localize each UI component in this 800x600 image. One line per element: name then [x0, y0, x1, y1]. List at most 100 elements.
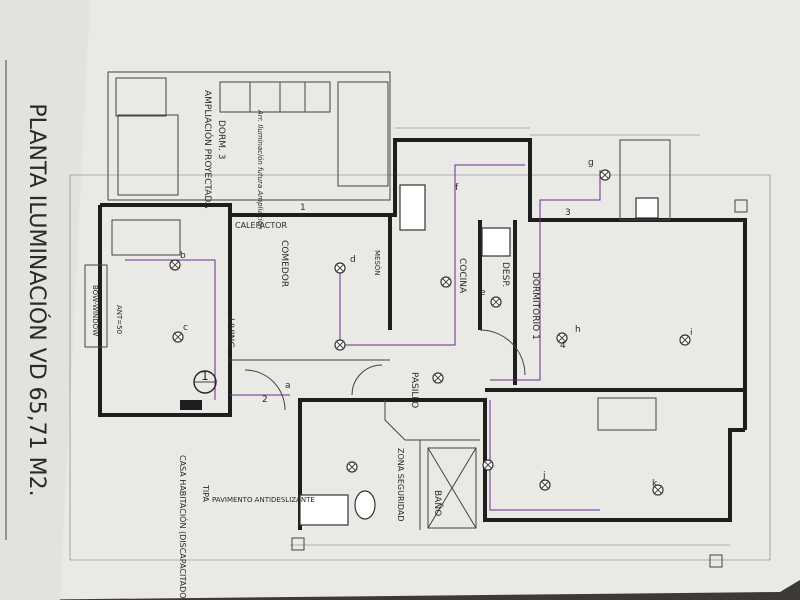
- closet: [597, 397, 657, 431]
- wall-bath: [384, 400, 480, 441]
- extension-note: Arr. Iluminación futura Ampliación: [256, 109, 264, 229]
- label-living: LIVING: [225, 318, 235, 348]
- fixture-14: [482, 459, 494, 471]
- circuit-label-c-5: c: [183, 323, 188, 333]
- fixture-12: [539, 479, 551, 491]
- room-zona: ZONA SEGURIDAD: [396, 448, 405, 522]
- extension-outline: [107, 71, 391, 201]
- bow-window-frame: [84, 264, 108, 348]
- meter-block: [180, 400, 202, 410]
- site-boundary: [69, 174, 771, 561]
- bath-door-swing: [351, 364, 383, 396]
- label-ant: ANT=50: [115, 305, 123, 334]
- bed-top: [115, 77, 167, 117]
- circuit-label-e-2: e: [480, 288, 486, 298]
- label-arr-note: Arr. Iluminación futura Ampliación: [256, 109, 264, 229]
- fixture-7: [599, 169, 611, 181]
- circuit-label-d-3: d: [350, 255, 356, 265]
- title-block: PLANTA ILUMINACIÓN VD 65,71 M2.: [24, 103, 50, 496]
- room-dormitorio: DORMITORIO 1: [530, 272, 540, 340]
- wardrobe: [219, 81, 331, 113]
- circuit-label-i-7: i: [690, 328, 693, 338]
- label-comedor: COMEDOR: [279, 240, 289, 287]
- fixture-4: [334, 339, 346, 351]
- light-fixtures: [169, 169, 691, 496]
- fixture-2: [172, 331, 184, 343]
- room-comedor: COMEDOR: [279, 240, 289, 287]
- label-window: BOW-WINDOW: [91, 285, 99, 336]
- fixture-9: [679, 334, 691, 346]
- note-meson: MESÓN: [373, 250, 382, 276]
- wall-right-bottom: [298, 398, 745, 530]
- room-living: LIVING: [225, 318, 235, 348]
- extension-labels: AMPLIACIÓN PROYECTADA DORM. 3: [202, 90, 226, 209]
- kitchen-sink: [399, 184, 426, 231]
- circuit-label-g-0: g: [588, 158, 594, 168]
- fixture-10: [432, 372, 444, 384]
- circuit-label-a-10: a: [285, 381, 291, 391]
- label-dorm3: DORM. 3: [216, 120, 226, 159]
- circuit-dorm: [490, 170, 601, 381]
- circuit-label-j-8: j: [542, 471, 546, 481]
- circuit-kitchen: [339, 164, 525, 346]
- fixture-5: [440, 276, 452, 288]
- circuit-label-1-14: 1: [300, 203, 306, 213]
- circuit-dorm2: [489, 400, 600, 511]
- circuit-label-3-11: 3: [565, 208, 571, 218]
- label-pasillo: PASILLO: [409, 372, 419, 408]
- sofa: [111, 219, 181, 256]
- circuit-living: [125, 259, 216, 400]
- label-meson: MESÓN: [373, 250, 382, 276]
- entry-door-swing: [244, 369, 286, 411]
- section-marker-number: 1: [201, 369, 209, 383]
- label-bano: BAÑO: [432, 490, 443, 516]
- wall-living: [98, 205, 232, 417]
- shower: [427, 447, 477, 529]
- patio-sink: [635, 197, 659, 219]
- plan-title: PLANTA ILUMINACIÓN VD 65,71 M2.: [24, 103, 50, 496]
- room-tipa: TIPA: [201, 484, 210, 503]
- note-window: BOW-WINDOW: [91, 285, 99, 336]
- shower-cross-2: [427, 447, 477, 529]
- bed-right: [337, 81, 389, 187]
- fixture-1: [169, 259, 181, 271]
- bed-left: [117, 114, 179, 196]
- note-ant: ANT=50: [115, 305, 123, 334]
- circuit-label-h-6: h: [575, 325, 581, 335]
- label-dormitorio: DORMITORIO 1: [530, 272, 540, 340]
- room-pasillo: PASILLO: [409, 372, 419, 408]
- bath-vanity: [299, 494, 349, 526]
- circuit-label-f-1: f: [455, 183, 459, 193]
- label-ampliacion: AMPLIACIÓN PROYECTADA: [202, 90, 214, 209]
- label-desp: DESP.: [500, 262, 510, 287]
- fixture-6: [490, 296, 502, 308]
- fixture-3: [334, 262, 346, 274]
- corner-mark-2: [734, 199, 748, 213]
- corner-mark-1: [291, 537, 305, 551]
- label-tipa: TIPA: [201, 484, 210, 503]
- label-calefactor: CALEFACTOR: [235, 221, 288, 230]
- circuit-label-4-12: 4: [560, 341, 566, 351]
- stove: [481, 227, 511, 257]
- room-cocina: COCINA: [457, 258, 467, 294]
- fixture-11: [346, 461, 358, 473]
- paper-shade: [0, 0, 90, 600]
- circuit-label-2-13: 2: [262, 395, 268, 405]
- patio-box: [619, 139, 671, 221]
- label-zona: ZONA SEGURIDAD: [396, 448, 405, 522]
- fixture-8: [556, 332, 568, 344]
- room-casa: CASA HABITACIÓN (DISCAPACITADOS): [178, 455, 189, 600]
- room-desp: DESP.: [500, 262, 510, 287]
- circuit-label-k-9: k: [652, 479, 658, 489]
- label-pavimento: PAVIMENTO ANTIDESLIZANTE: [212, 496, 315, 504]
- fixture-13: [652, 484, 664, 496]
- label-casa: CASA HABITACIÓN (DISCAPACITADOS): [178, 455, 189, 600]
- hall-door-swing: [479, 329, 526, 376]
- toilet: [354, 490, 376, 520]
- room-bano: BAÑO: [432, 490, 443, 516]
- wall-top: [100, 138, 747, 430]
- label-cocina: COCINA: [457, 258, 467, 294]
